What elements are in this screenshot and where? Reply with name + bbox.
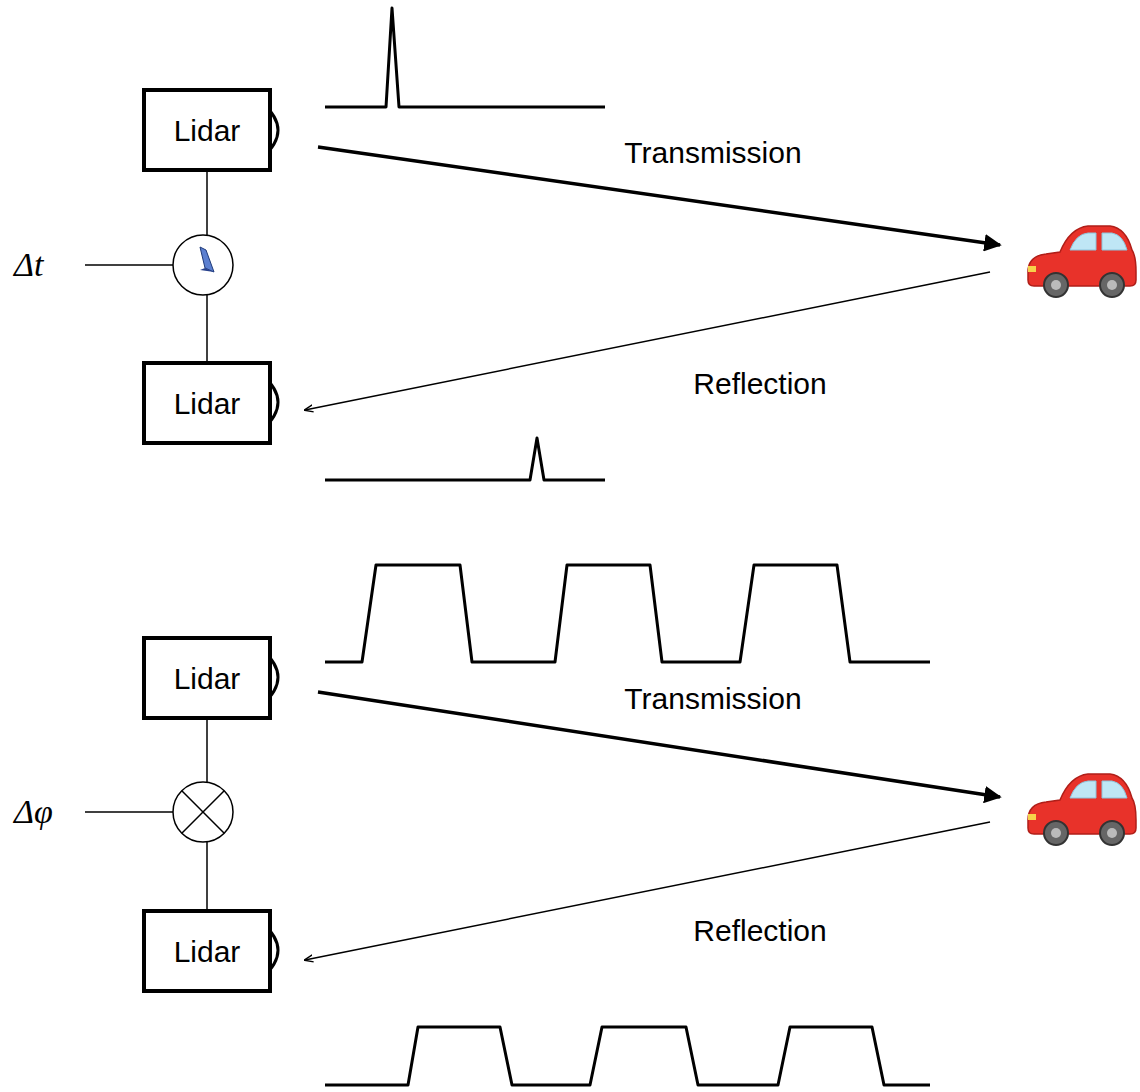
lidar-box: Lidar <box>142 88 272 172</box>
signal-name: Δφ <box>14 793 53 830</box>
lidar-box: Lidar <box>142 636 272 720</box>
lidar-box: Lidar <box>142 909 272 993</box>
signal-name: Δt <box>14 246 43 283</box>
car <box>1028 226 1136 297</box>
lidar-box: Lidar <box>142 361 272 445</box>
beam-label: Transmission <box>624 136 801 169</box>
beam-label: Reflection <box>693 367 826 400</box>
box-label: Lidar <box>174 935 241 968</box>
box-label: Lidar <box>174 662 241 695</box>
waveform <box>325 8 930 1085</box>
beam-label: Transmission <box>624 682 801 715</box>
box-label: Lidar <box>174 114 241 147</box>
clock-symbol <box>173 235 233 295</box>
box-label: Lidar <box>174 387 241 420</box>
mixer-symbol <box>173 782 233 842</box>
signal-line <box>85 265 173 812</box>
beam-arrow <box>305 147 1000 960</box>
lidar-lens <box>262 103 278 978</box>
car <box>1028 774 1136 845</box>
beam-label: Reflection <box>693 914 826 947</box>
